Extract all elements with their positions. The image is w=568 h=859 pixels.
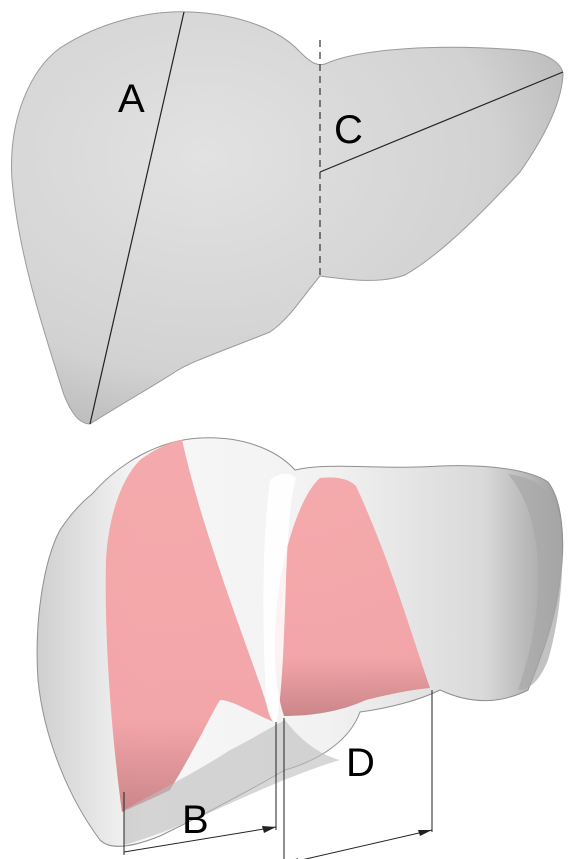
label-d: D [346,741,375,785]
bottom-liver-view: B D [37,438,563,859]
label-b: B [182,798,209,842]
top-liver-shape [12,12,563,424]
measure-d-arrowhead-right [418,830,432,836]
measure-b-arrowhead [262,826,276,833]
measure-d-arrow-line [284,830,432,859]
label-c: C [334,108,363,152]
top-liver-view: A C [12,12,563,424]
label-a: A [118,77,145,121]
